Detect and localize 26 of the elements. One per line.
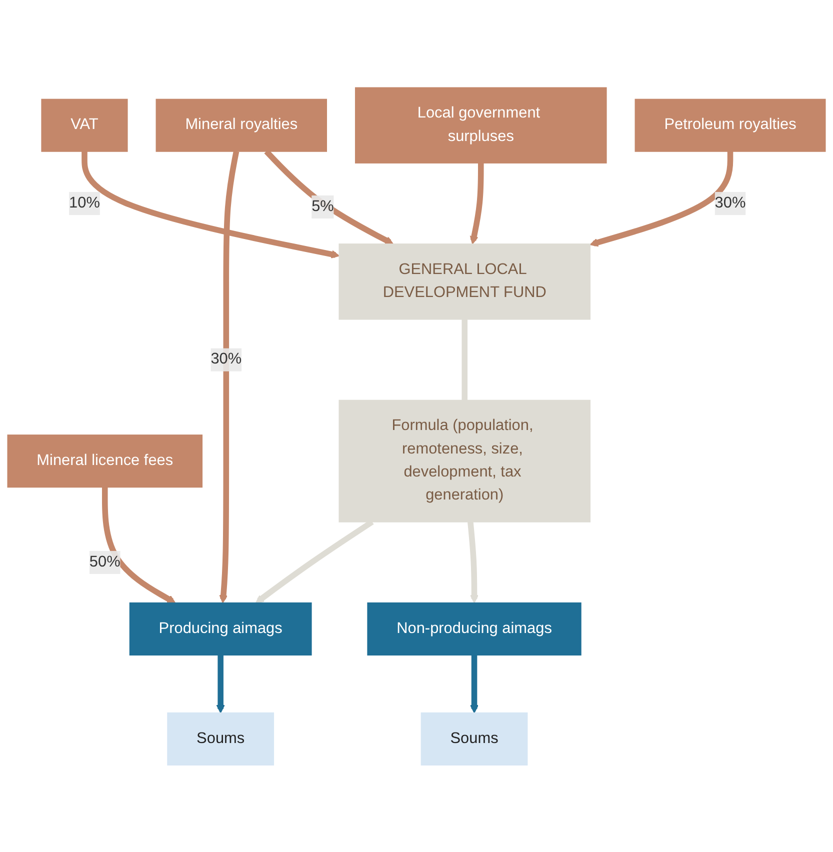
node-box: GENERAL LOCAL DEVELOPMENT FUND <box>338 243 591 320</box>
edge-label: 50% <box>89 553 120 570</box>
node-box: Petroleum royalties <box>634 98 826 152</box>
arrow <box>216 654 225 713</box>
node-box: Non-producing aimags <box>367 602 582 656</box>
arrow <box>590 151 734 246</box>
arrow <box>264 149 394 244</box>
arrow <box>470 162 484 244</box>
node-box: Producing aimags <box>129 602 312 656</box>
node-box: Soums <box>167 712 274 766</box>
edge-label: 30% <box>210 350 242 368</box>
node-box: Formula (population, remoteness, size, development, tax generation) <box>338 399 591 522</box>
edge-label: 30% <box>714 194 746 211</box>
arrow <box>470 654 479 713</box>
edge-label: 5% <box>312 198 334 214</box>
connector <box>462 318 468 400</box>
edge-label: 10% <box>69 194 100 211</box>
node-box: Mineral licence fees <box>7 434 203 488</box>
node-box: Mineral royalties <box>156 98 327 152</box>
node-box: Local government surpluses <box>354 86 607 164</box>
arrow <box>82 151 340 258</box>
arrow <box>468 521 479 603</box>
node-box: Soums <box>420 712 528 766</box>
arrow <box>102 486 176 604</box>
node-box: VAT <box>41 98 128 152</box>
arrow <box>219 150 240 603</box>
